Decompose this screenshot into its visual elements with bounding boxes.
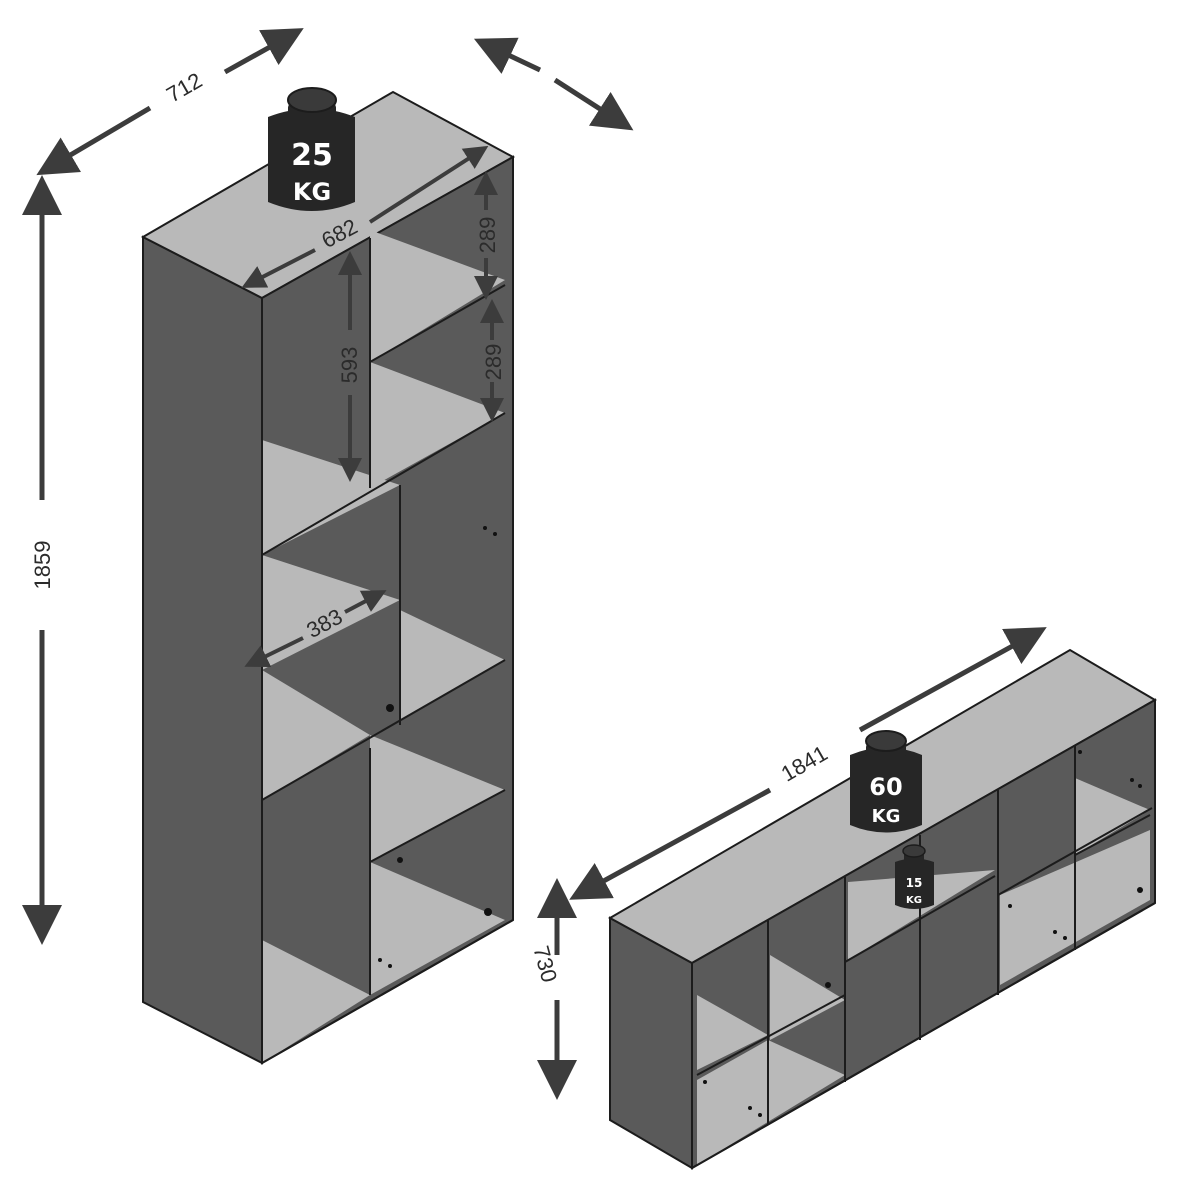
tall-shelf — [370, 862, 505, 995]
weight-unit: KG — [872, 806, 901, 827]
tall-shelf-unit: 25 KG — [21, 28, 634, 1065]
weight-value: 15 — [906, 876, 923, 890]
tall-shelf — [400, 610, 505, 720]
tall-shelf — [262, 940, 370, 1063]
low-shelf — [697, 1040, 845, 1165]
dim-depth-label: 712 — [162, 67, 206, 107]
weight-unit: KG — [906, 895, 922, 906]
tall-shelf — [370, 230, 505, 362]
tall-shelf — [370, 362, 505, 488]
low-shelf-unit: 60 KG 15 KG 1841 730 — [528, 627, 1157, 1170]
dim-shelf-gap-bottom-label: 289 — [481, 344, 506, 381]
dim-width-label: 1841 — [777, 740, 832, 786]
low-shelf — [848, 870, 995, 960]
weight-unit: KG — [293, 178, 331, 206]
weight-icon: 60 KG — [850, 730, 922, 833]
weight-icon: 15 KG — [895, 844, 934, 909]
low-shelf — [697, 995, 768, 1070]
dim-shelf-gap-top-label: 289 — [475, 217, 500, 254]
weight-value: 25 — [291, 138, 333, 173]
tall-shelf — [262, 670, 370, 800]
low-shelf — [1075, 778, 1150, 855]
tall-side-panel — [142, 235, 263, 1065]
tall-shelf — [370, 735, 505, 862]
low-shelf — [770, 955, 845, 1040]
weight-value: 60 — [869, 773, 902, 801]
weight-icon: 25 KG — [268, 87, 355, 211]
dim-compartment-height-label: 593 — [337, 347, 362, 384]
tall-shelf — [262, 440, 400, 555]
dim-height-label: 1859 — [30, 541, 55, 590]
